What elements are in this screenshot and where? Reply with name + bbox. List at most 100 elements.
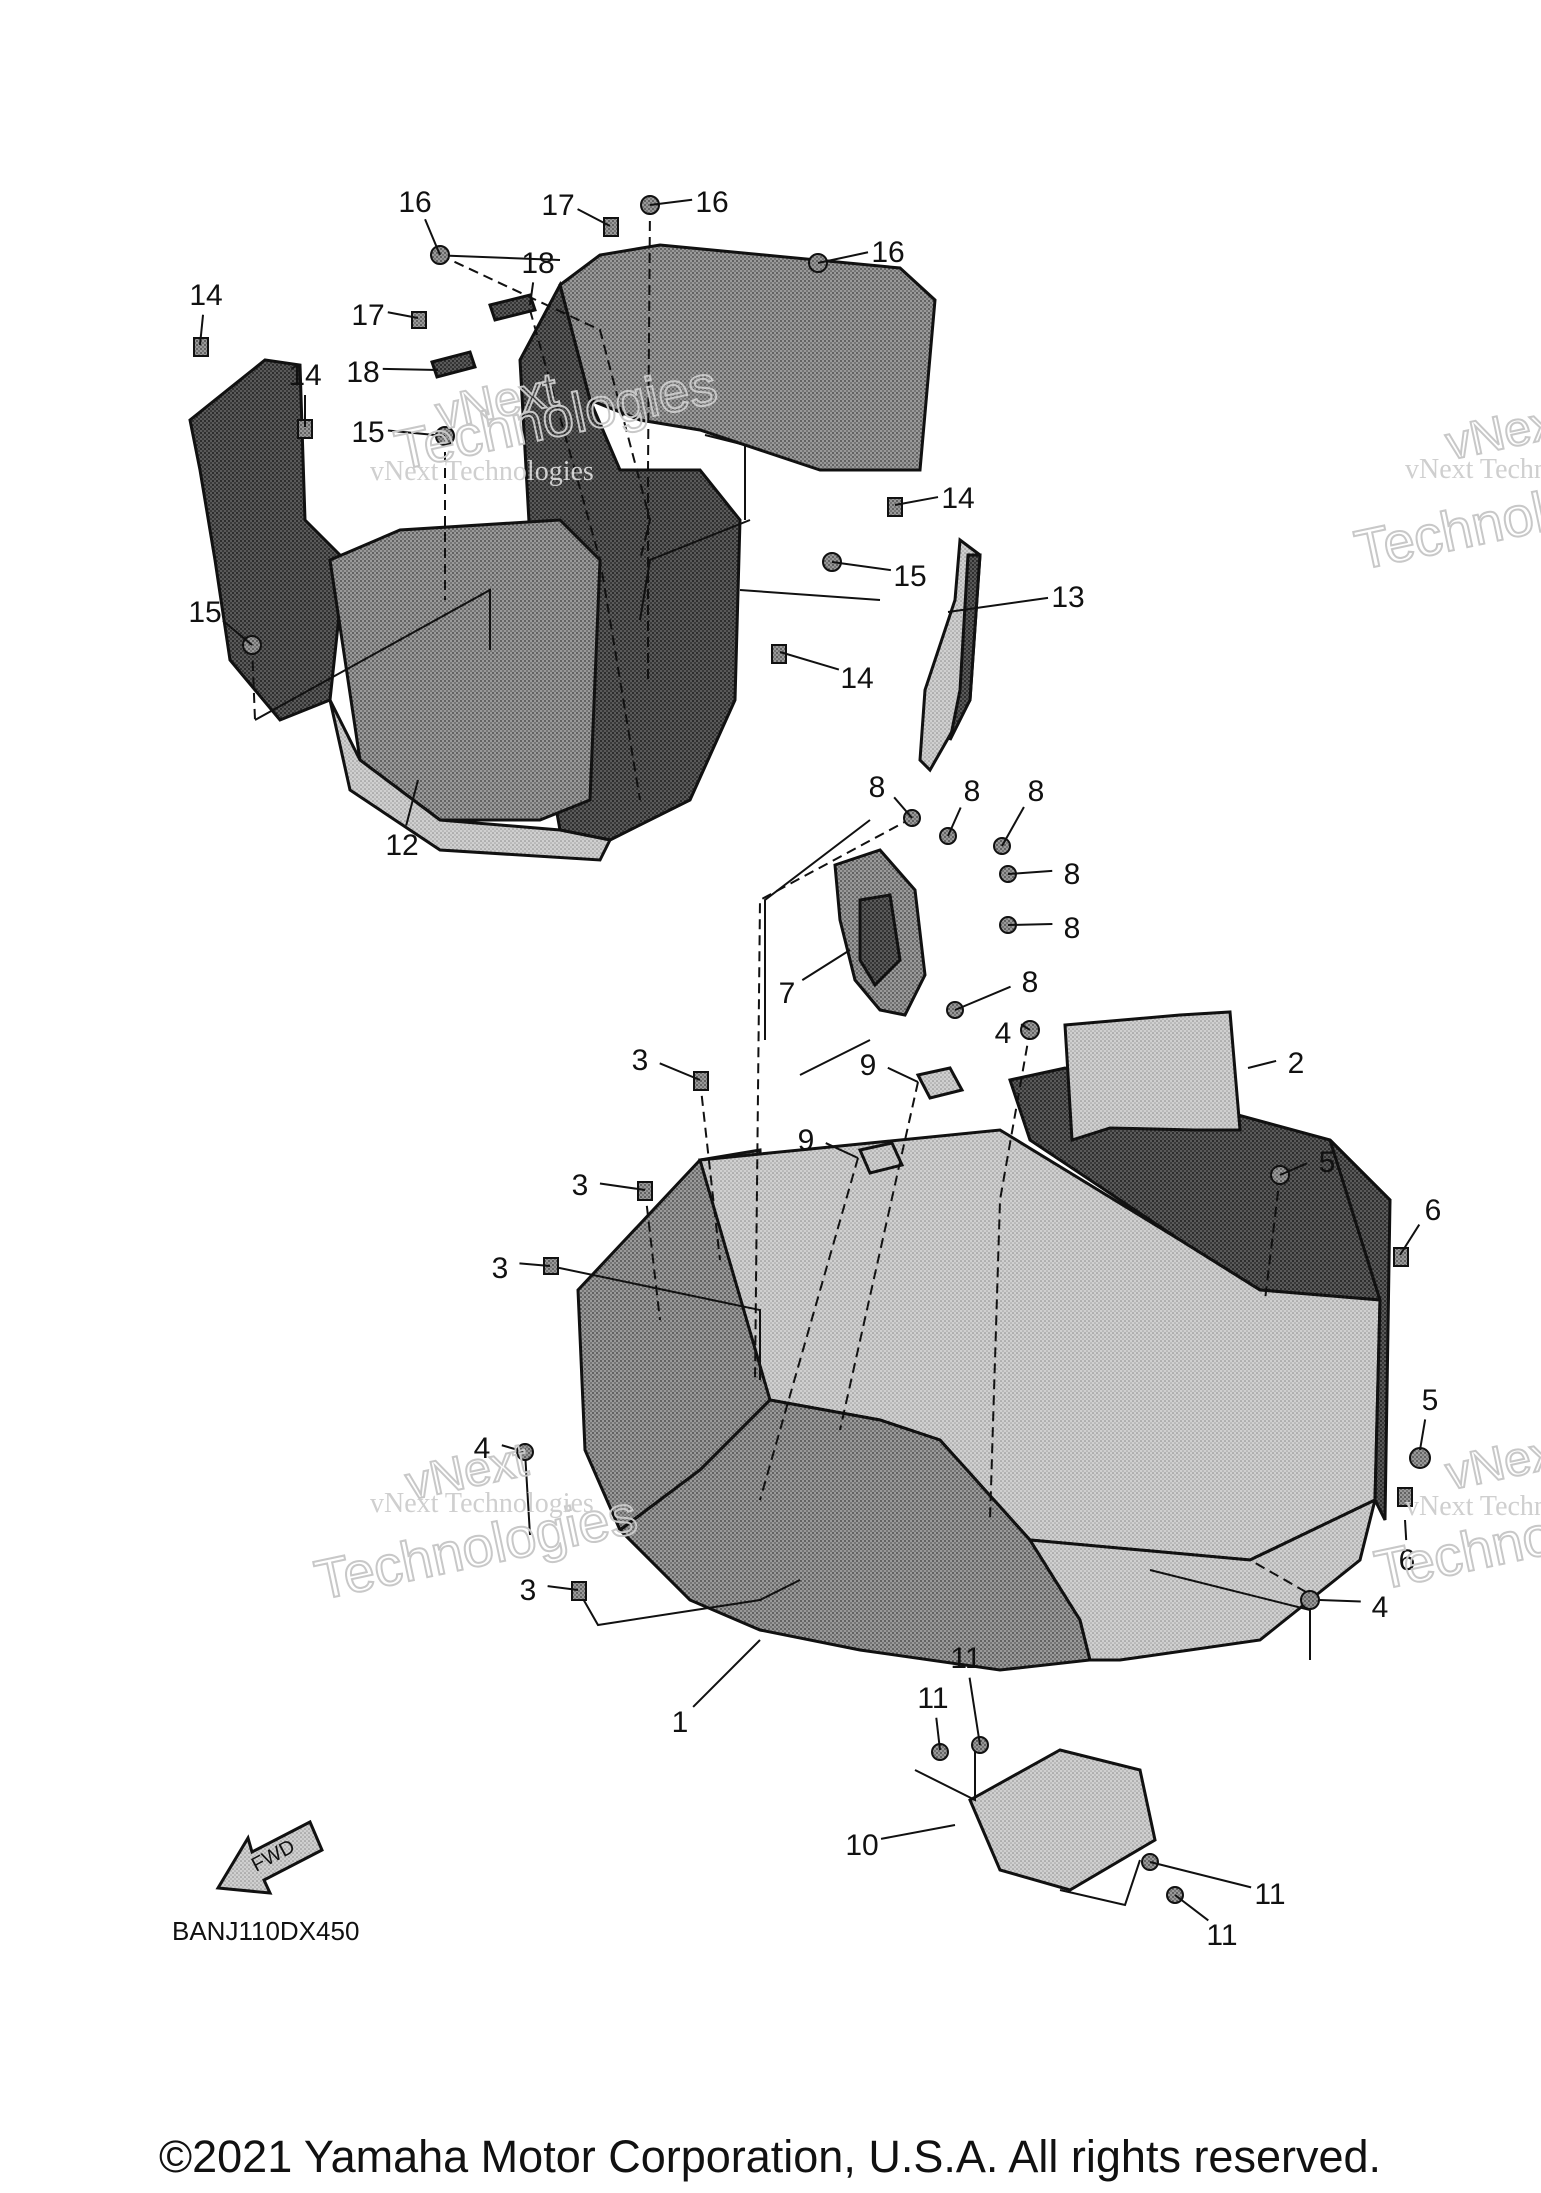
callout-leader-line: [779, 651, 840, 671]
callout-leader-line: [387, 429, 446, 437]
callout-leader-line: [547, 1585, 579, 1591]
callout-leader-line: [1007, 869, 1053, 875]
callout-number: 8: [1064, 912, 1081, 945]
watermark-text: vNext: [1441, 1423, 1541, 1500]
figure-code: BANJ110DX450: [172, 1916, 359, 1946]
clip-icon: [603, 217, 619, 237]
callout-number: 6: [1425, 1194, 1442, 1227]
callout-leader-line: [199, 314, 205, 346]
callout-number: 8: [1064, 858, 1081, 891]
callout-leader-line: [577, 208, 611, 227]
callout-leader-line: [1399, 1224, 1421, 1256]
callout-number: 14: [189, 279, 222, 312]
pad-part-18a: [488, 293, 537, 322]
callout-number: 5: [1319, 1146, 1336, 1179]
clip-icon: [637, 1181, 653, 1201]
callout-leader-line: [1279, 1162, 1308, 1176]
callout-number: 11: [1206, 1919, 1237, 1952]
callout-number: 16: [871, 236, 904, 269]
callout-number: 3: [632, 1044, 649, 1077]
callout-leader-line: [649, 198, 693, 206]
bolt-icon: [1409, 1447, 1431, 1469]
callout-number: 17: [541, 189, 574, 222]
callout-leader-line: [382, 367, 439, 371]
callout-number: 15: [188, 596, 221, 629]
callout-number: 18: [521, 247, 554, 280]
callout-number: 14: [840, 662, 873, 695]
watermark-text: vNext Technologies: [370, 456, 594, 487]
callout-leader-line: [659, 1062, 701, 1081]
callout-leader-line: [692, 1639, 761, 1708]
clip-icon: [571, 1581, 587, 1601]
callout-number: 14: [288, 359, 321, 392]
copyright-notice: ©2021 Yamaha Motor Corporation, U.S.A. A…: [159, 2131, 1381, 2182]
callout-leader-line: [947, 596, 1049, 613]
skid-plate-part-10: [968, 1748, 1157, 1892]
upper-storage-box-part-12: [188, 243, 937, 862]
clip-icon: [1397, 1487, 1413, 1507]
callout-leader-line: [894, 496, 939, 506]
callout-leader-line: [599, 1182, 646, 1191]
callout-number: 13: [1051, 581, 1084, 614]
fwd-arrow-icon: [215, 1819, 324, 1895]
watermark-right-bottom: Technologies vNext vNext Technologies: [1368, 1422, 1541, 1602]
clip-icon: [411, 311, 427, 329]
watermark-text: vNext Technologies: [1405, 454, 1541, 485]
callout-number: 3: [492, 1252, 509, 1285]
clip-icon: [887, 497, 903, 517]
callout-leader-line: [1419, 1419, 1427, 1451]
callout-number: 16: [695, 186, 728, 219]
callout-number: 11: [1254, 1878, 1285, 1911]
callout-number: 9: [798, 1124, 815, 1157]
callout-number: 1: [672, 1706, 689, 1739]
bolt-icon: [1300, 1590, 1320, 1610]
callout-number: 12: [385, 829, 418, 862]
callout-leader-line: [424, 218, 441, 256]
fasteners: [193, 195, 1431, 1904]
assembly-dash-lines: [251, 204, 1321, 1601]
callout-leader-line: [1001, 806, 1025, 847]
callout-number: 8: [964, 775, 981, 808]
callout-number: 7: [779, 977, 796, 1010]
callout-number: 15: [351, 416, 384, 449]
callout-leader-line: [801, 949, 851, 981]
callout-leader-line: [387, 311, 419, 319]
callout-leader-line: [1174, 1894, 1209, 1922]
callout-leader-line: [501, 1444, 526, 1453]
callout-number: 8: [1028, 775, 1045, 808]
callout-number: 5: [1422, 1384, 1439, 1417]
watermark-text: vNext Technologies: [1405, 1491, 1541, 1522]
callout-number: 10: [845, 1829, 878, 1862]
callout-leader-line: [831, 561, 892, 572]
callout-number: 18: [346, 356, 379, 389]
callout-number: 4: [995, 1017, 1012, 1050]
pad-part-18b: [430, 350, 477, 379]
callout-number: 8: [869, 771, 886, 804]
callout-number: 3: [520, 1574, 537, 1607]
callout-leader-line: [947, 807, 962, 837]
callout-number: 17: [351, 299, 384, 332]
callout-number: 3: [572, 1169, 589, 1202]
callout-number: 9: [860, 1049, 877, 1082]
callout-number: 11: [950, 1642, 981, 1675]
callout-leader-line: [880, 1824, 956, 1840]
callout-leader-line: [887, 1066, 919, 1083]
callout-number: 4: [474, 1432, 491, 1465]
callout-number: 6: [1399, 1544, 1416, 1577]
callout-leader-line: [519, 1262, 551, 1267]
callout-leader-line: [935, 1717, 941, 1751]
callout-leader-line: [222, 620, 253, 646]
callout-leader-line: [825, 1142, 859, 1159]
watermark-text: vNext Technologies: [370, 1488, 594, 1519]
callout-leader-line: [1247, 1059, 1277, 1069]
pad-part-9b: [857, 1141, 905, 1175]
callout-leader-line: [817, 251, 869, 264]
insulation-pad-part-2: [1063, 1010, 1242, 1143]
clip-icon: [1393, 1247, 1409, 1267]
assembly-brackets: [254, 254, 1311, 1907]
callout-leader-line: [1149, 1861, 1252, 1889]
pad-part-9a: [915, 1066, 965, 1100]
watermark-left-top: Technologies vNext vNext Technologies: [370, 351, 723, 487]
